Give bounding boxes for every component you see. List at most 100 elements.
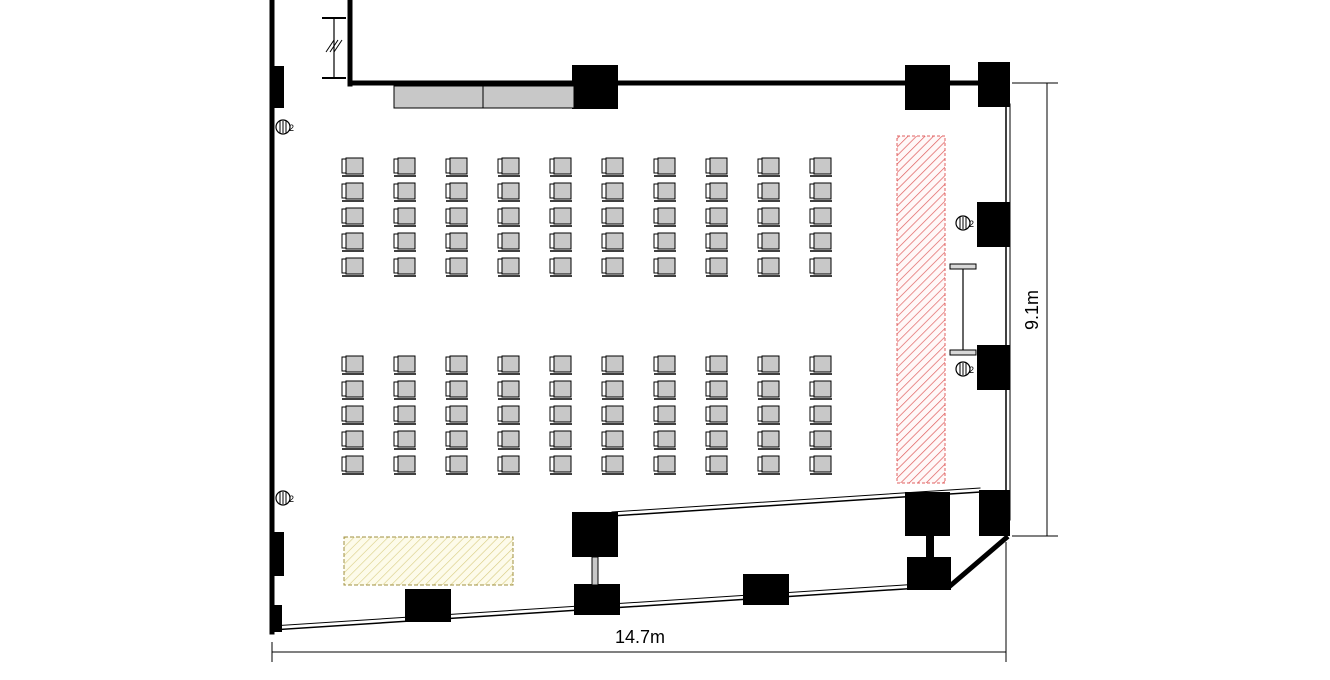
chair-icon: [757, 380, 780, 400]
column: [978, 62, 1010, 107]
chair-icon: [497, 257, 520, 277]
chair-icon: [601, 257, 624, 277]
column: [907, 557, 951, 590]
chair-icon: [549, 380, 572, 400]
chair-icon: [757, 257, 780, 277]
chair-icon: [705, 182, 728, 202]
column: [905, 65, 950, 110]
width-dimension-label: 14.7m: [615, 627, 665, 647]
chair-icon: [653, 257, 676, 277]
electrical-outlet-icon: 2: [955, 215, 974, 231]
chair-icon: [341, 455, 364, 475]
chair-icon: [393, 157, 416, 177]
chair-icon: [601, 405, 624, 425]
column-connector: [591, 556, 599, 586]
chair-icon: [601, 455, 624, 475]
column: [743, 574, 789, 605]
chair-icon: [341, 355, 364, 375]
column: [574, 584, 620, 615]
chair-icon: [757, 355, 780, 375]
chair-icon: [341, 257, 364, 277]
chair-icon: [341, 157, 364, 177]
chair-icon: [757, 430, 780, 450]
chair-icon: [809, 232, 832, 252]
chair-icon: [705, 430, 728, 450]
chair-icon: [705, 207, 728, 227]
chair-icon: [549, 455, 572, 475]
column: [905, 492, 950, 536]
chair-icon: [445, 455, 468, 475]
chair-icon: [601, 182, 624, 202]
chair-icon: [809, 355, 832, 375]
chair-icon: [497, 355, 520, 375]
chair-icon: [601, 380, 624, 400]
chair-icon: [393, 355, 416, 375]
chair-icon: [653, 430, 676, 450]
chair-icon: [497, 182, 520, 202]
chair-icon: [653, 157, 676, 177]
chair-icon: [653, 232, 676, 252]
chair-icon: [705, 355, 728, 375]
chair-icon: [497, 157, 520, 177]
chair-icon: [601, 207, 624, 227]
chair-icon: [705, 157, 728, 177]
column: [272, 532, 284, 576]
door-icon: [322, 17, 346, 79]
chair-icon: [809, 430, 832, 450]
chair-icon: [757, 182, 780, 202]
chair-icon: [497, 380, 520, 400]
columns: [272, 62, 1010, 632]
electrical-outlet-icon: 2: [275, 490, 294, 506]
chair-icon: [497, 405, 520, 425]
chair-icon: [549, 157, 572, 177]
chair-icon: [809, 405, 832, 425]
chair-icon: [653, 355, 676, 375]
corner-wall: [946, 534, 1010, 590]
chair-icon: [705, 257, 728, 277]
electrical-outlet-icon: 2: [275, 119, 294, 135]
chair-icon: [705, 455, 728, 475]
chair-icon: [393, 380, 416, 400]
chair-icon: [393, 232, 416, 252]
chair-icon: [809, 207, 832, 227]
column: [405, 589, 451, 622]
chair-icon: [549, 430, 572, 450]
stage-area: [896, 135, 946, 484]
chair-icon: [341, 207, 364, 227]
chair-icon: [445, 355, 468, 375]
outlet-mark: 2: [289, 123, 294, 133]
chair-icon: [653, 405, 676, 425]
chair-icon: [809, 182, 832, 202]
electrical-outlet-icon: 2: [955, 361, 974, 377]
chair-icon: [653, 182, 676, 202]
chair-icon: [757, 405, 780, 425]
chair-icon: [497, 430, 520, 450]
chair-icon: [393, 207, 416, 227]
chair-icon: [393, 455, 416, 475]
chair-icon: [445, 405, 468, 425]
chair-icon: [653, 455, 676, 475]
chair-icon: [445, 430, 468, 450]
chair-icon: [549, 182, 572, 202]
chair-icon: [393, 405, 416, 425]
chair-icon: [809, 157, 832, 177]
door-icon: [949, 263, 977, 356]
chair-icon: [757, 232, 780, 252]
chair-icon: [445, 257, 468, 277]
seating-area: [341, 157, 832, 475]
column: [979, 490, 1010, 536]
width-dimension: [271, 542, 1007, 662]
column: [926, 534, 934, 560]
chair-icon: [341, 405, 364, 425]
chair-icon: [393, 430, 416, 450]
chair-icon: [497, 455, 520, 475]
chair-icon: [341, 232, 364, 252]
reception-area: [343, 536, 514, 586]
chair-icon: [549, 232, 572, 252]
chair-icon: [445, 157, 468, 177]
chair-icon: [809, 455, 832, 475]
counter: [393, 85, 575, 109]
chair-icon: [549, 207, 572, 227]
chair-icon: [809, 380, 832, 400]
